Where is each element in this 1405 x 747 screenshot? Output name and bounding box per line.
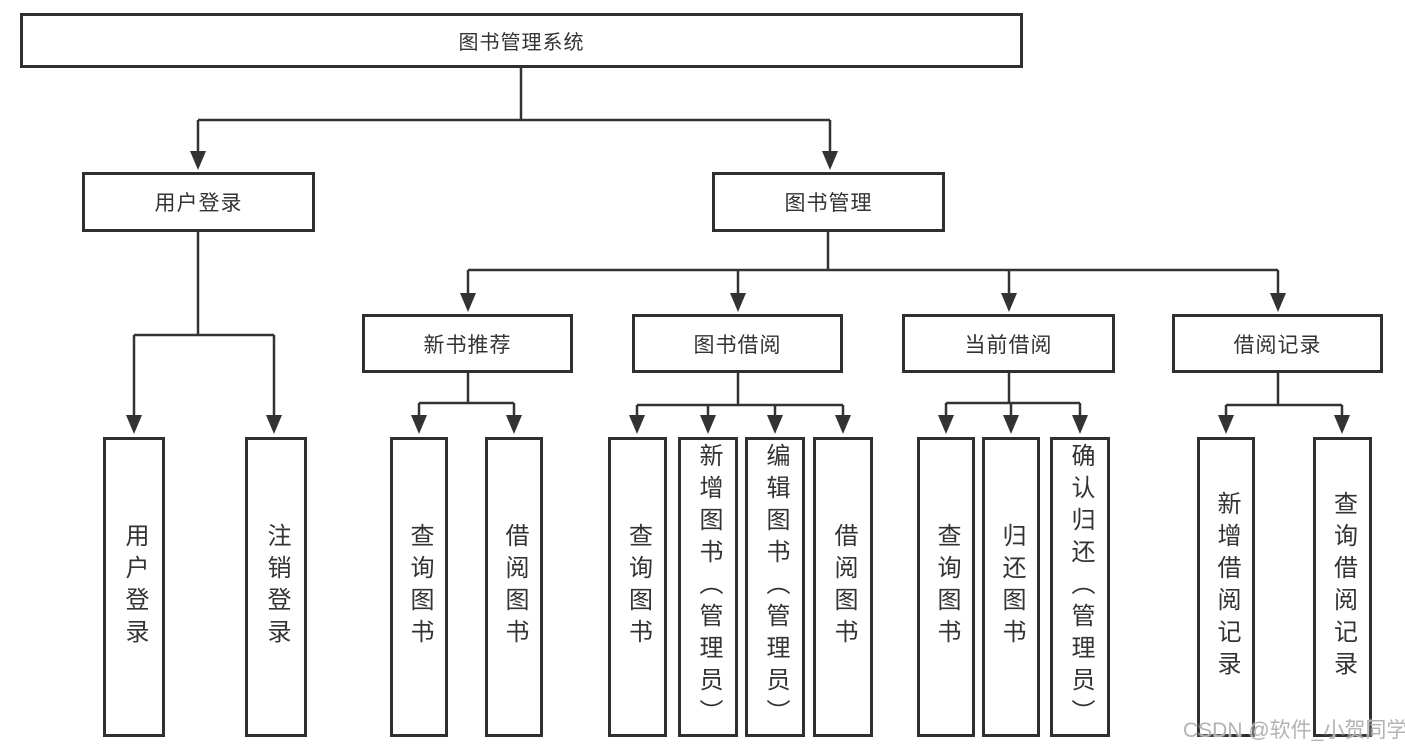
csdn-watermark: CSDN @软件_小贺同学 xyxy=(1183,719,1405,742)
leaf-label: 借阅图书 xyxy=(830,523,857,651)
node-borrow-records: 借阅记录 xyxy=(1172,314,1383,373)
leaf-label: 查询图书 xyxy=(406,523,433,651)
connector-borrow-records-to-leaves xyxy=(1218,373,1350,434)
leaf-query-borrow-record: 查询借阅记录 xyxy=(1313,437,1372,737)
leaf-add-borrow-record: 新增借阅记录 xyxy=(1197,437,1255,737)
leaf-confirm-return-admin: 确认归还（管理员） xyxy=(1050,437,1110,737)
leaf-borrow-books-recommend: 借阅图书 xyxy=(485,437,543,737)
leaf-label: 新增借阅记录 xyxy=(1213,491,1240,683)
leaf-label: 借阅图书 xyxy=(501,523,528,651)
leaf-label: 确认归还（管理员） xyxy=(1067,443,1094,731)
node-label: 新书推荐 xyxy=(423,333,512,357)
node-label: 图书借阅 xyxy=(693,333,782,357)
leaf-query-books-recommend: 查询图书 xyxy=(390,437,448,737)
node-current-borrow: 当前借阅 xyxy=(902,314,1115,373)
leaf-add-books-admin: 新增图书（管理员） xyxy=(678,437,738,737)
node-book-management: 图书管理 xyxy=(712,172,945,232)
connector-book-borrow-to-leaves xyxy=(629,373,851,434)
node-label: 当前借阅 xyxy=(964,333,1053,357)
leaf-edit-books-admin: 编辑图书（管理员） xyxy=(745,437,805,737)
node-user-login: 用户登录 xyxy=(82,172,315,232)
leaf-label: 查询图书 xyxy=(933,523,960,651)
leaf-label: 新增图书（管理员） xyxy=(695,443,722,731)
leaf-label: 注销登录 xyxy=(263,523,290,651)
leaf-label: 归还图书 xyxy=(998,523,1025,651)
node-label: 借阅记录 xyxy=(1233,333,1322,357)
leaf-return-books: 归还图书 xyxy=(982,437,1040,737)
leaf-label: 用户登录 xyxy=(121,523,148,651)
leaf-label: 查询借阅记录 xyxy=(1329,491,1357,683)
leaf-query-books-current: 查询图书 xyxy=(917,437,975,737)
leaf-label: 查询图书 xyxy=(624,523,652,651)
connector-user-login-to-leaves xyxy=(126,232,282,434)
node-label: 图书管理 xyxy=(784,192,873,215)
node-label: 用户登录 xyxy=(154,192,243,215)
node-new-book-recommend: 新书推荐 xyxy=(362,314,573,373)
leaf-query-books-borrow: 查询图书 xyxy=(608,437,667,737)
node-library-management-system: 图书管理系统 xyxy=(20,13,1023,68)
connector-current-borrow-to-leaves xyxy=(938,373,1088,434)
connector-book-management-to-level3 xyxy=(460,232,1286,312)
leaf-logout: 注销登录 xyxy=(245,437,307,737)
node-book-borrow: 图书借阅 xyxy=(632,314,843,373)
leaf-label: 编辑图书（管理员） xyxy=(762,443,789,731)
node-label: 图书管理系统 xyxy=(458,32,585,54)
connector-new-book-recommend-to-leaves xyxy=(411,373,522,434)
leaf-user-login: 用户登录 xyxy=(103,437,165,737)
connector-root-to-level2 xyxy=(190,68,838,170)
leaf-borrow-books: 借阅图书 xyxy=(813,437,873,737)
